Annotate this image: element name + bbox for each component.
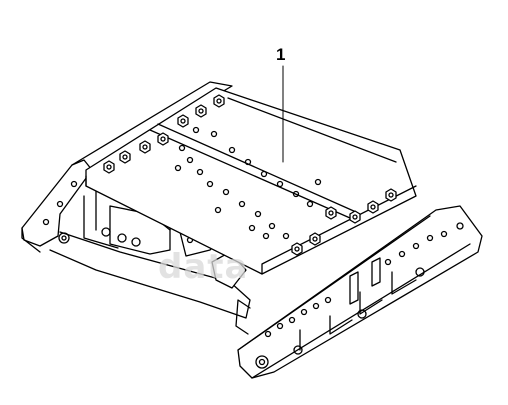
bolt (291, 242, 303, 256)
watermark-text: data (158, 247, 249, 287)
bolt (177, 114, 189, 128)
bolt (325, 206, 337, 220)
mounting-plate (85, 87, 417, 275)
left-frame-beam (21, 81, 233, 253)
bolt (367, 200, 379, 214)
bolt (103, 160, 115, 174)
right-frame-beam (235, 205, 483, 379)
callout-label: 1 (276, 45, 286, 64)
bolt (139, 140, 151, 154)
bolt (119, 150, 131, 164)
bolts (103, 94, 397, 256)
bolt (309, 232, 321, 246)
plate-holes (174, 126, 322, 240)
bolt (349, 210, 361, 224)
bolt (195, 104, 207, 118)
bolt (157, 132, 169, 146)
bolt (213, 94, 225, 108)
bolt (385, 188, 397, 202)
